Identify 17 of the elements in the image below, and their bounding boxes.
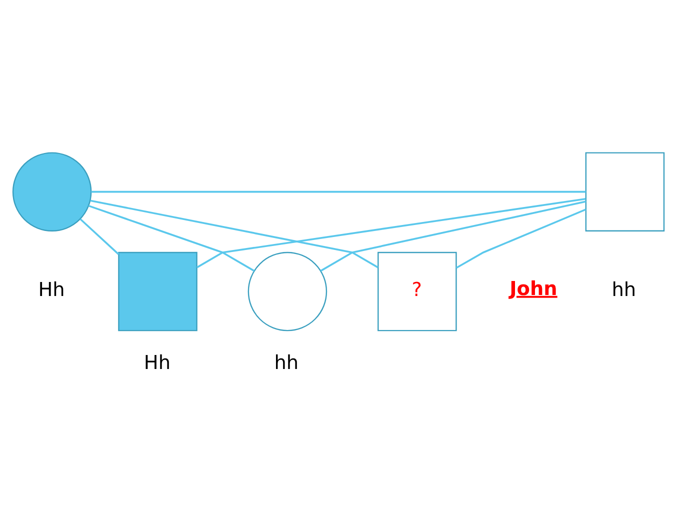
- connector: [90, 200, 378, 268]
- connector: [91, 190, 586, 193]
- node-label: Hh: [144, 350, 171, 374]
- node-box: [118, 252, 198, 332]
- node-box: [585, 152, 665, 232]
- connector: [196, 198, 586, 268]
- node-circle: [248, 252, 328, 332]
- connector: [456, 208, 586, 269]
- node-label: hh: [274, 350, 299, 374]
- node-label: Hh: [38, 278, 65, 302]
- node-label: hh: [612, 278, 636, 302]
- connector: [320, 200, 586, 272]
- node-box: ?: [378, 252, 457, 332]
- node-label: John: [510, 276, 558, 300]
- node-circle: [12, 152, 92, 232]
- connector: [80, 218, 120, 255]
- connector: [88, 204, 255, 272]
